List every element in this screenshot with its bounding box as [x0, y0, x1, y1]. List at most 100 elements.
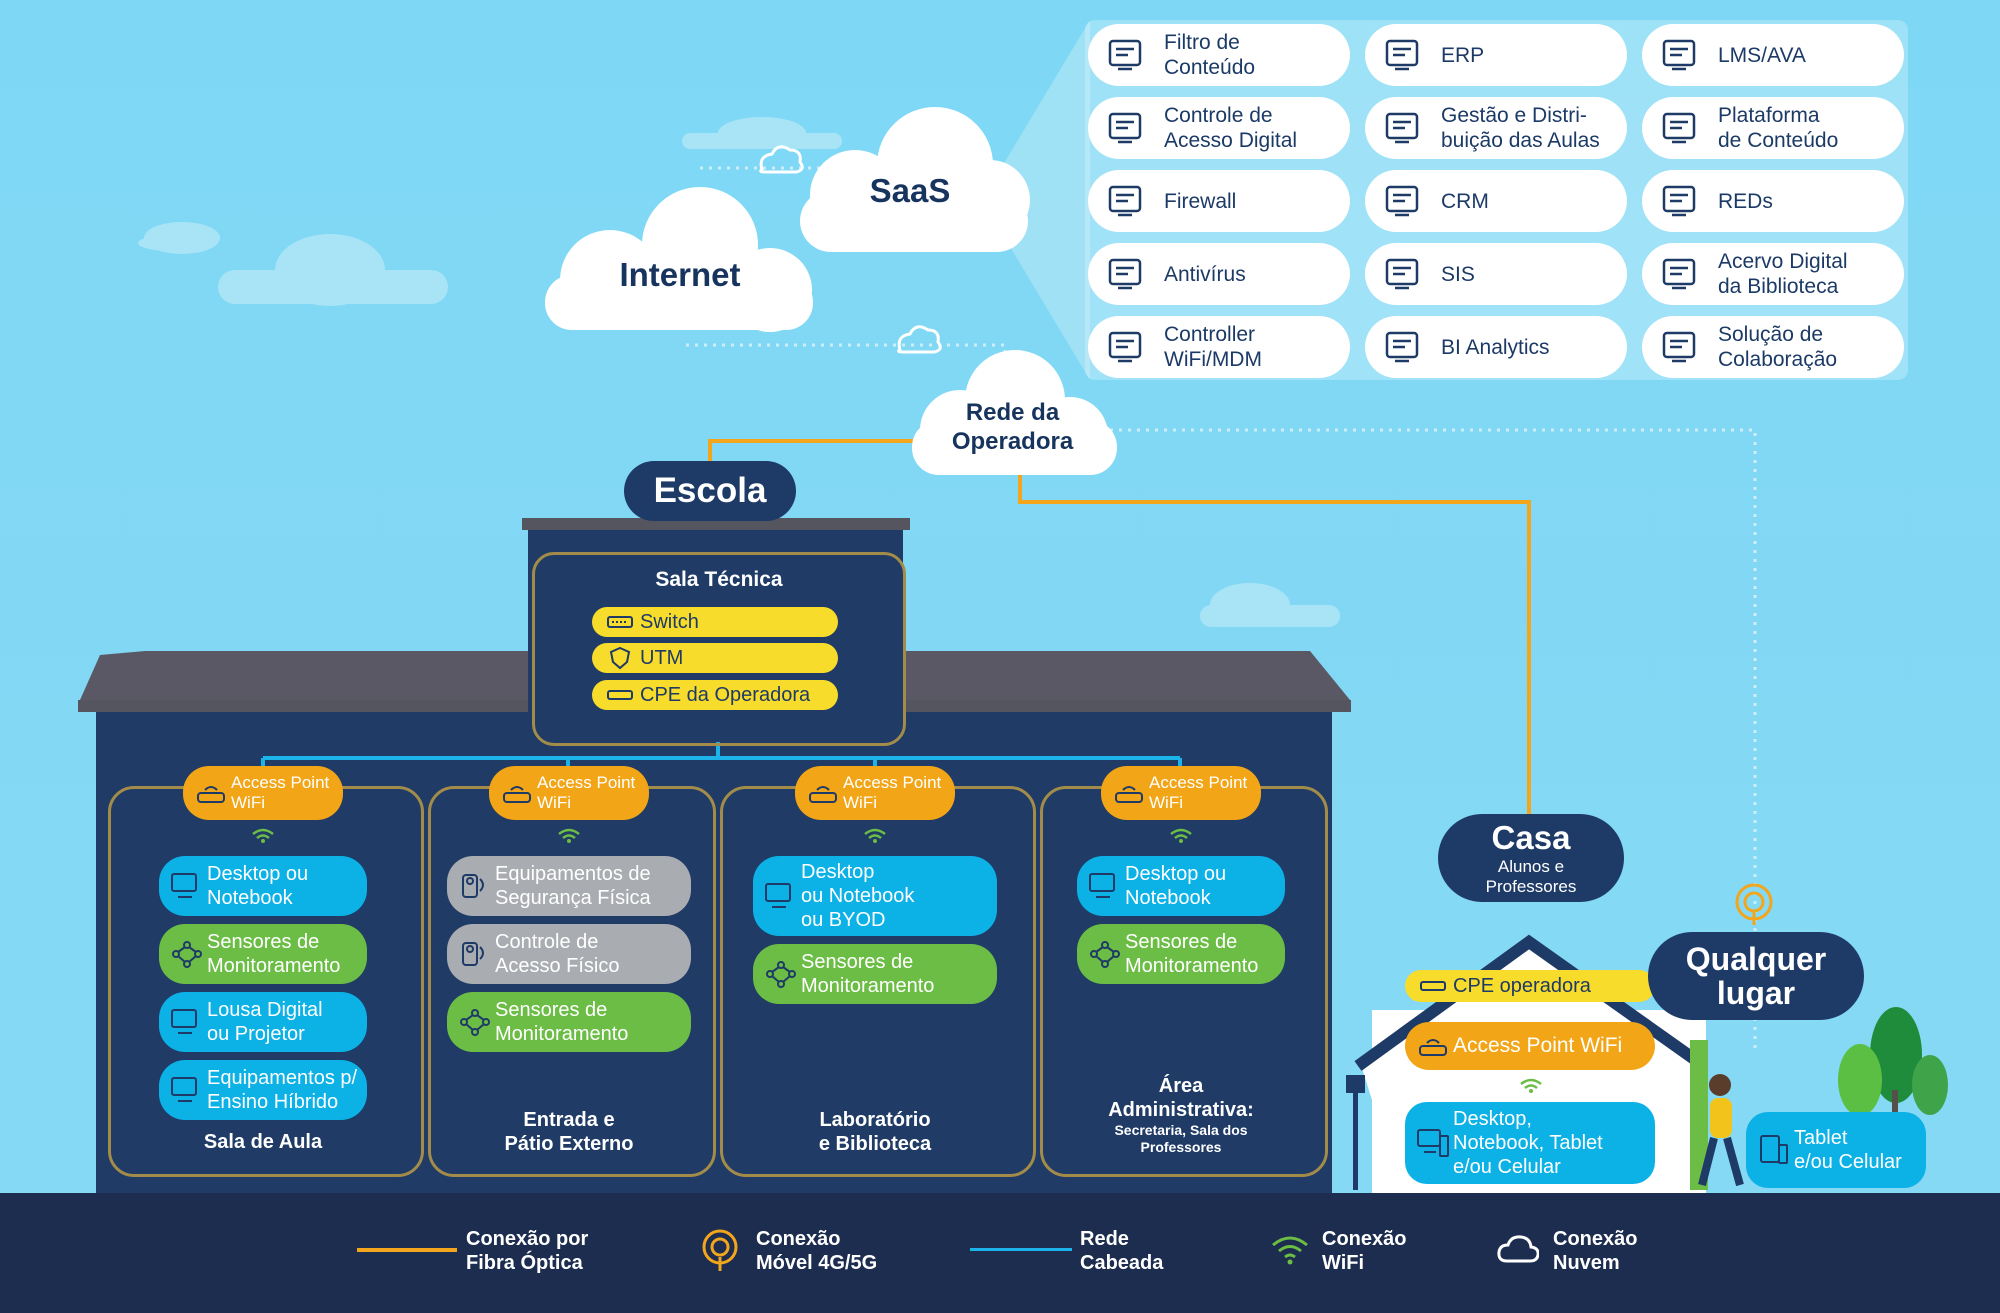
access-point-icon — [1109, 781, 1149, 805]
legend-bar: Conexão por Fibra Óptica Conexão Móvel 4… — [0, 1193, 2000, 1313]
operator-network-label: Rede da Operadora — [951, 399, 1074, 455]
saas-card: Antivírus — [1088, 243, 1350, 305]
wifi-icon — [250, 826, 276, 849]
wifi-icon — [1168, 826, 1194, 849]
access-point-wifi: Access Point WiFi — [183, 766, 343, 820]
saas-card-label: Gestão e Distri- buição das Aulas — [1441, 104, 1600, 152]
bi-analytics-icon — [1379, 323, 1427, 371]
cloud-icon — [1497, 1233, 1540, 1272]
saas-card: Controle de Acesso Digital — [1088, 97, 1350, 159]
sensor-network-icon — [1085, 939, 1125, 969]
tech-room — [532, 552, 906, 746]
security-item: Controle de Acesso Físico — [447, 924, 691, 984]
room-title: Entrada e Pátio Externo — [428, 1108, 710, 1156]
legend-wired: Rede Cabeada — [1080, 1228, 1164, 1274]
access-point-wifi: Access Point WiFi — [795, 766, 955, 820]
router-icon — [1413, 979, 1453, 993]
switch-icon — [600, 615, 640, 629]
saas-card-label: BI Analytics — [1441, 335, 1550, 359]
room-title-text: Entrada e Pátio Externo — [504, 1109, 634, 1155]
saas-card: Gestão e Distri- buição das Aulas — [1365, 97, 1627, 159]
saas-card: ERP — [1365, 24, 1627, 86]
sis-icon — [1379, 250, 1427, 298]
sensor-item: Sensores de Monitoramento — [1077, 924, 1285, 984]
shield-icon — [600, 646, 640, 670]
antivirus-icon — [1102, 250, 1150, 298]
wifi-icon — [862, 826, 888, 849]
sensor-network-icon — [455, 1007, 495, 1037]
school-title: Escola — [624, 461, 796, 521]
legend-wifi: Conexão WiFi — [1322, 1228, 1407, 1274]
home-access-point: Access Point WiFi — [1405, 1022, 1655, 1070]
room-title-text: Sala de Aula — [203, 1131, 323, 1153]
saas-card: SIS — [1365, 243, 1627, 305]
tech-room-title: Sala Técnica — [655, 568, 783, 591]
crm-icon — [1379, 177, 1427, 225]
saas-card: LMS/AVA — [1642, 24, 1904, 86]
collaboration-icon — [1656, 323, 1704, 371]
item-label: Controle de Acesso Físico — [495, 931, 620, 977]
library-icon — [1656, 250, 1704, 298]
cpe-operator-item: CPE da Operadora — [592, 680, 838, 710]
item-label: Sensores de Monitoramento — [1125, 931, 1259, 977]
saas-services-panel: Filtro de Conteúdo ERP LMS/AVA Controle de … — [1085, 20, 1908, 380]
device-item: Desktop ou Notebook — [159, 856, 367, 916]
device-item: Lousa Digital ou Projetor — [159, 992, 367, 1052]
computer-icon — [761, 881, 801, 911]
router-icon — [600, 688, 640, 702]
wifi-icon — [556, 826, 582, 849]
access-point-label: Access Point WiFi — [231, 773, 330, 812]
legend-fiber: Conexão por Fibra Óptica — [466, 1228, 589, 1274]
saas-card-label: REDs — [1718, 189, 1773, 213]
device-item: Desktop ou Notebook — [1077, 856, 1285, 916]
saas-card: BI Analytics — [1365, 316, 1627, 378]
utm-item: UTM — [592, 643, 838, 673]
firewall-icon — [1102, 177, 1150, 225]
access-point-icon — [803, 781, 843, 805]
item-label: Sensores de Monitoramento — [801, 951, 935, 997]
room-title-text: Área Administrativa: — [1108, 1075, 1254, 1121]
saas-card-label: Controller WiFi/MDM — [1164, 323, 1262, 371]
class-management-icon — [1379, 104, 1427, 152]
room-title: Laboratório e Biblioteca — [720, 1108, 1030, 1156]
security-device-icon — [455, 871, 495, 901]
saas-card-label: Acervo Digital da Biblioteca — [1718, 250, 1848, 298]
saas-card: Controller WiFi/MDM — [1088, 316, 1350, 378]
legend-cloud: Conexão Nuvem — [1553, 1228, 1638, 1274]
cpe-operator-label: CPE da Operadora — [640, 684, 811, 706]
fiber-line — [357, 1248, 457, 1252]
access-point-label: Access Point WiFi — [1149, 773, 1248, 812]
saas-card-label: CRM — [1441, 189, 1489, 213]
computer-icon — [167, 1075, 207, 1105]
saas-card: Solução de Colaboração — [1642, 316, 1904, 378]
home-devices: Desktop, Notebook, Tablet e/ou Celular — [1405, 1102, 1655, 1184]
item-label: Desktop ou Notebook — [207, 863, 309, 909]
saas-card: REDs — [1642, 170, 1904, 232]
item-label: Sensores de Monitoramento — [495, 999, 629, 1045]
item-label: Sensores de Monitoramento — [207, 931, 341, 977]
home-cpe-label: CPE operadora — [1453, 975, 1591, 997]
lms-icon — [1656, 31, 1704, 79]
item-label: Equipamentos p/ Ensino Híbrido — [207, 1067, 358, 1113]
access-point-wifi: Access Point WiFi — [1101, 766, 1261, 820]
saas-card-label: LMS/AVA — [1718, 43, 1806, 67]
item-label: Desktop ou Notebook — [1125, 863, 1227, 909]
saas-card-label: Plataforma de Conteúdo — [1718, 104, 1839, 152]
access-point-label: Access Point WiFi — [843, 773, 942, 812]
item-label: Equipamentos de Segurança Física — [495, 863, 651, 909]
sensor-network-icon — [167, 939, 207, 969]
home-title: Casa — [1491, 819, 1571, 856]
switch-item: Switch — [592, 607, 838, 637]
saas-card: CRM — [1365, 170, 1627, 232]
saas-card-label: Controle de Acesso Digital — [1164, 104, 1298, 152]
security-item: Equipamentos de Segurança Física — [447, 856, 691, 916]
saas-card-label: Filtro de Conteúdo — [1164, 31, 1256, 79]
saas-card: Firewall — [1088, 170, 1350, 232]
item-label: Lousa Digital ou Projetor — [207, 999, 323, 1045]
device-item: Desktop ou Notebook ou BYOD — [753, 856, 997, 936]
saas-card: Acervo Digital da Biblioteca — [1642, 243, 1904, 305]
controller-icon — [1102, 323, 1150, 371]
home-devices-label: Desktop, Notebook, Tablet e/ou Celular — [1453, 1108, 1603, 1178]
home-subtitle: Alunos e Professores — [1485, 857, 1577, 896]
saas-card-label: Solução de Colaboração — [1718, 323, 1838, 371]
